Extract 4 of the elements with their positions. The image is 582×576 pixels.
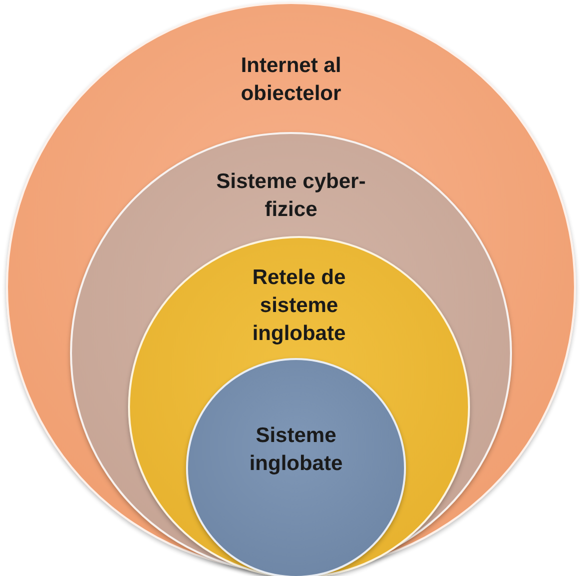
circle-label: Internet al obiectelor bbox=[240, 53, 342, 107]
circle-label: Sisteme inglobate bbox=[248, 423, 344, 477]
circle-label: Sisteme cyber-fizice bbox=[216, 169, 366, 223]
circle-label: Retele de sisteme inglobate bbox=[251, 265, 347, 347]
